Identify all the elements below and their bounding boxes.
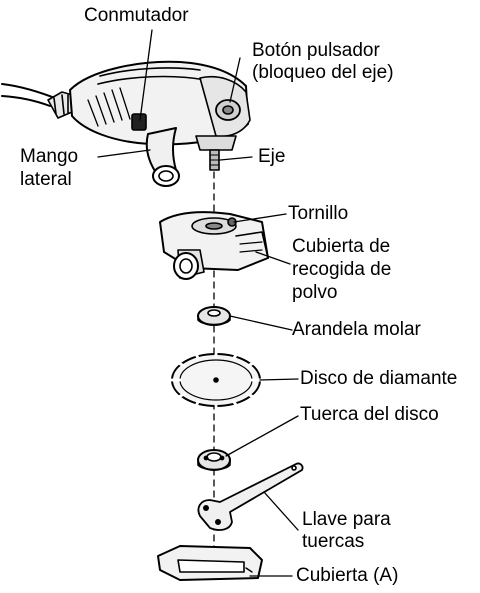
diamond-disc [170,350,262,410]
label-diamond-disc: Disco de diamante [300,368,458,389]
label-wrench-line-1: Llave para [302,509,391,530]
label-side-handle-line-2: lateral [20,169,72,190]
label-push-button-line-1: Botón pulsador [252,40,380,61]
wrench [197,462,304,531]
label-cover-a: Cubierta (A) [296,565,399,586]
dust-port [173,252,199,280]
label-wheel-washer: Arandela molar [292,319,421,340]
label-screw: Tornillo [288,203,349,224]
label-dust-cover-line-1: Cubierta de [292,236,391,257]
dust-collection-cover [159,211,269,280]
disc-nut [197,449,231,471]
angle-grinder [1,60,251,187]
label-spindle: Eje [258,146,286,167]
wheel-washer [197,306,231,326]
leader-lines [97,29,299,577]
label-disc-nut: Tuerca del disco [300,404,439,425]
label-wrench-line-2: tuercas [302,531,365,552]
label-push-button-line-2: (bloqueo del eje) [252,62,394,83]
cover-a [157,545,263,581]
label-dust-cover-line-2: recogida de [292,259,392,280]
label-dust-cover-line-3: polvo [292,282,338,303]
label-switch: Conmutador [84,5,189,26]
switch [131,113,147,131]
label-side-handle-line-1: Mango [20,146,79,167]
